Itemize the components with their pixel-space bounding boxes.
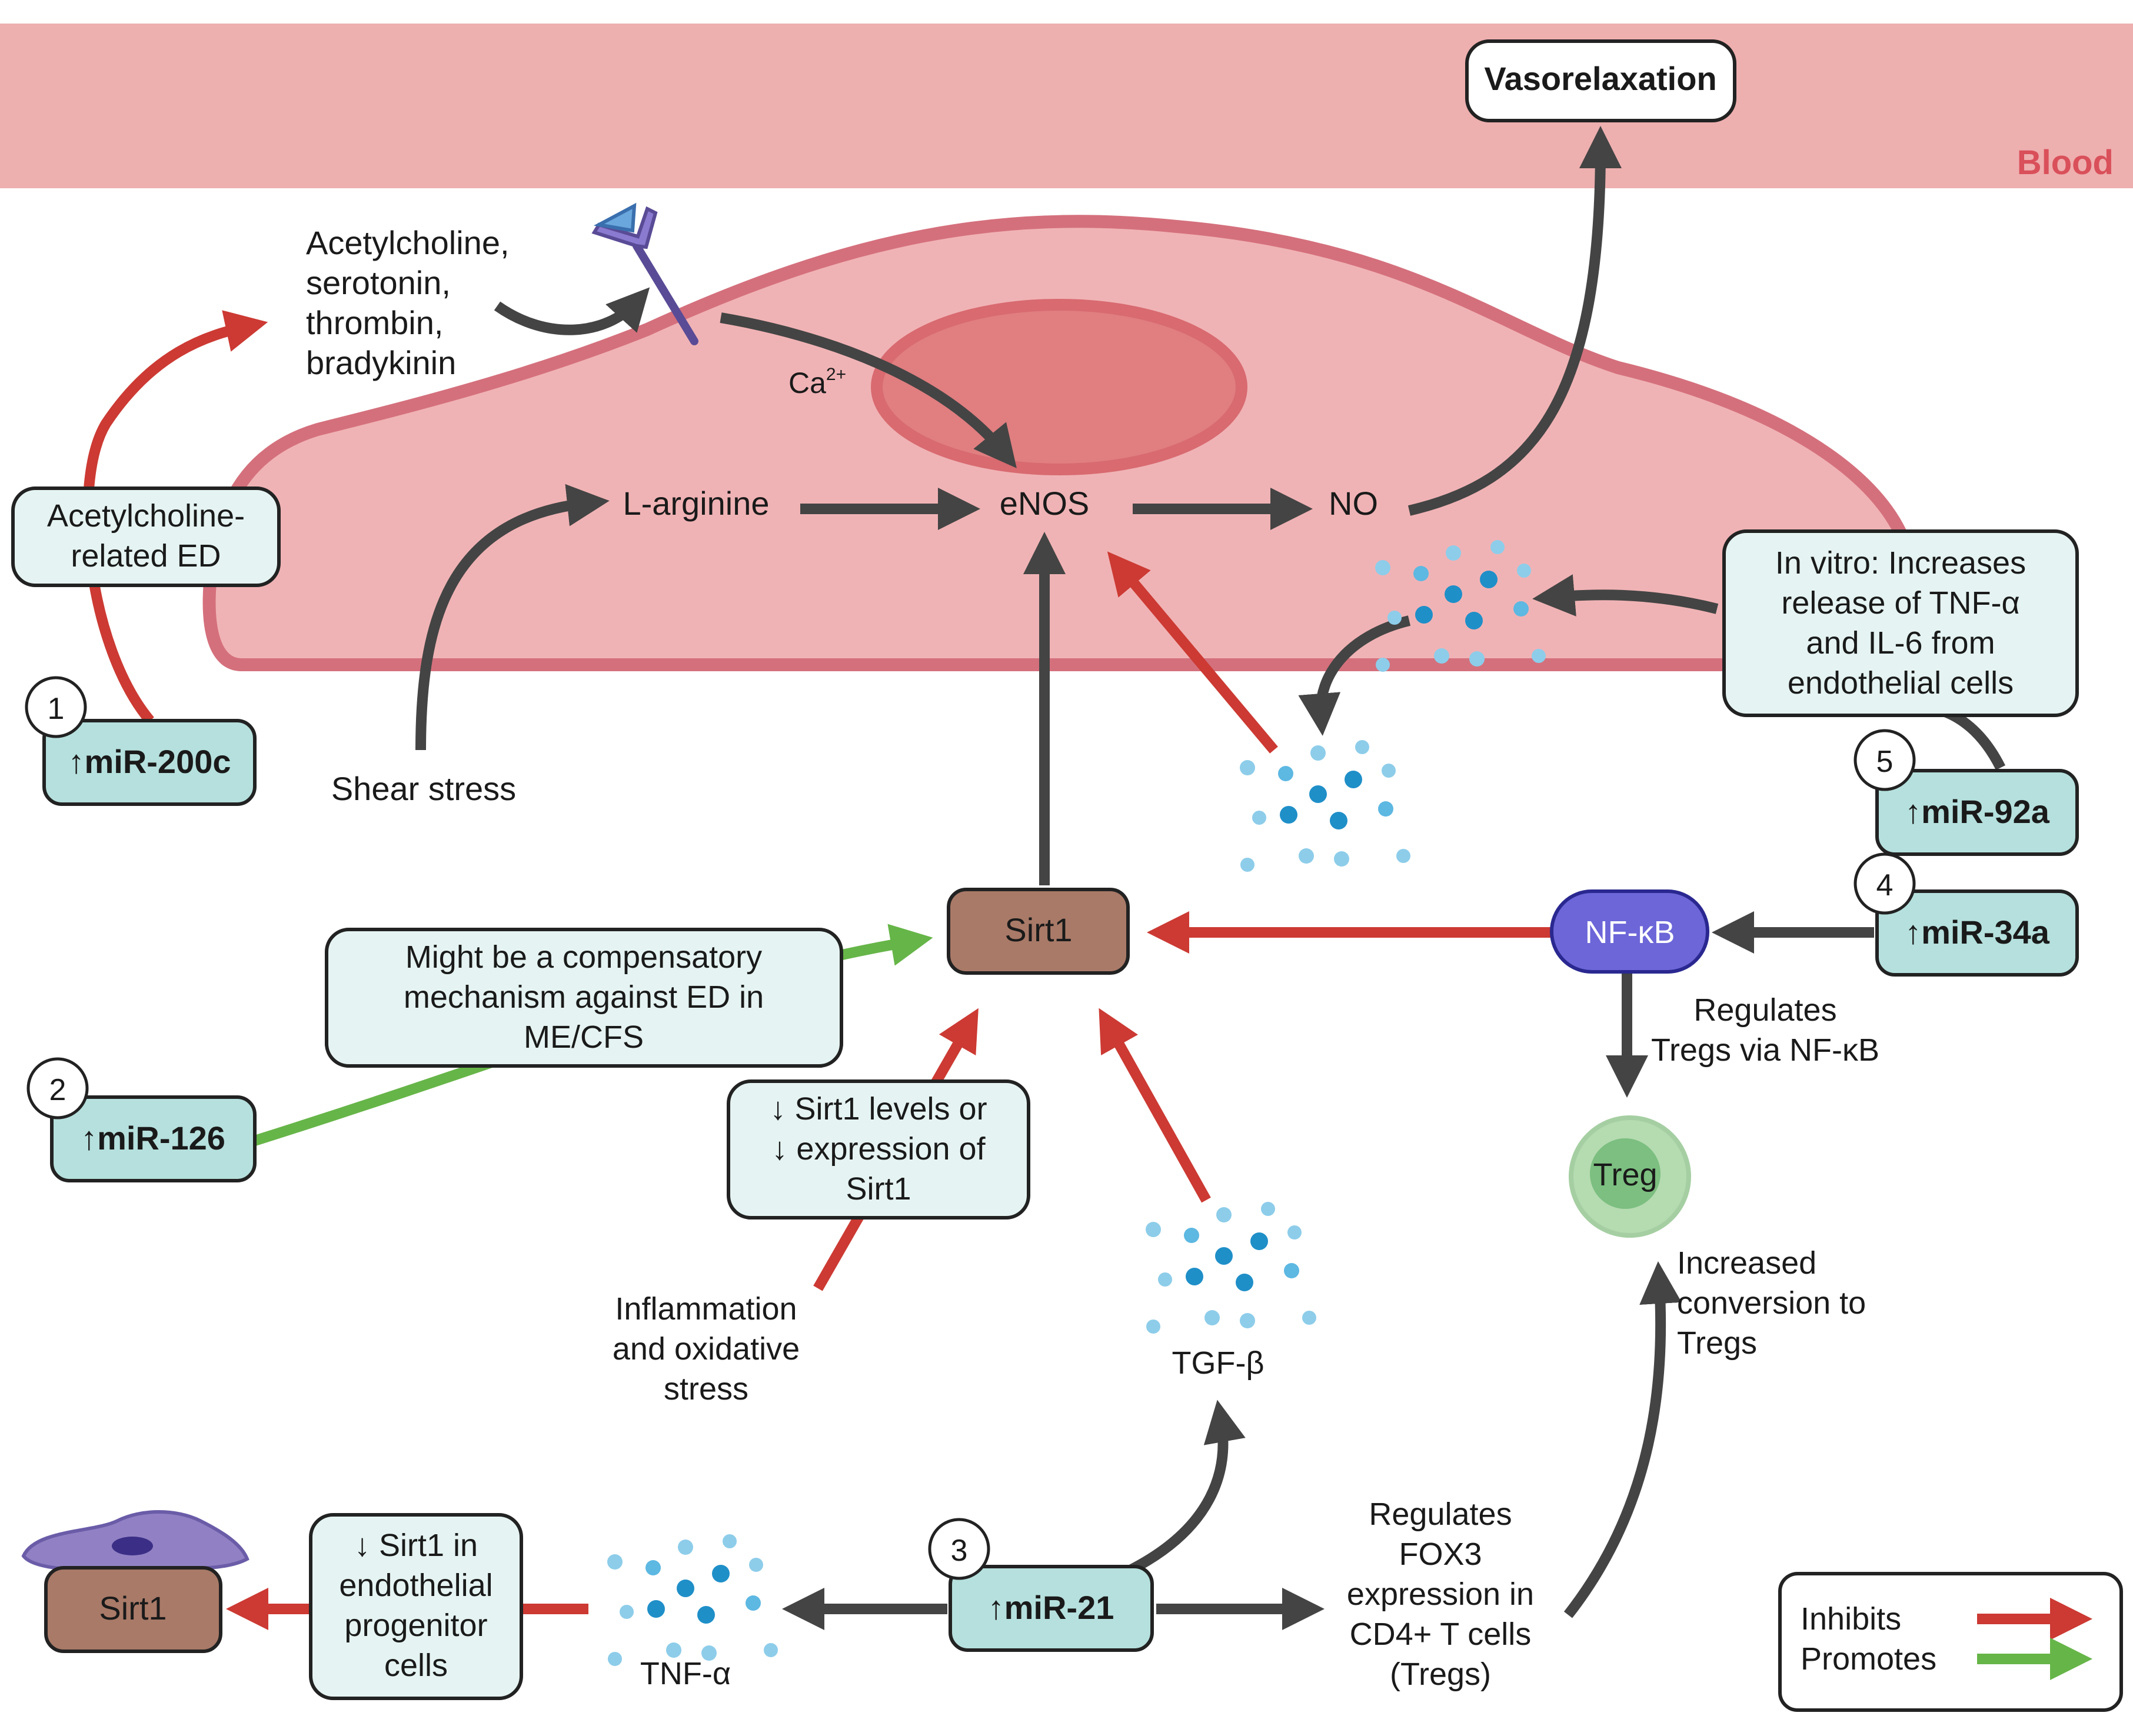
l-arginine-label: L-arginine — [623, 485, 769, 522]
note-compensatory: Might be a compensatory mechanism agains… — [325, 928, 843, 1068]
receptor-icon — [591, 202, 698, 345]
sirt1-label: Sirt1 — [1004, 911, 1072, 948]
vasorelaxation-label: Vasorelaxation — [1484, 60, 1716, 97]
note-epc: ↓ Sirt1 in endothelial progenitor cells — [309, 1513, 523, 1700]
agonist-line: serotonin, — [306, 264, 451, 301]
note-in-vitro: In vitro: Increases release of TNF-α and… — [1722, 529, 2079, 717]
legend-inhibits-label: Inhibits — [1801, 1601, 1901, 1637]
note-line: and oxidative — [613, 1331, 800, 1367]
step-number: 4 — [1876, 868, 1894, 902]
note-sirt1-levels: ↓ Sirt1 levels or ↓ expression of Sirt1 — [727, 1079, 1030, 1219]
treg-cell-icon: Treg — [1569, 1115, 1691, 1238]
note-line: endothelial — [339, 1568, 493, 1603]
note-line: Tregs — [1677, 1325, 1757, 1361]
note-line: (Tregs) — [1390, 1657, 1491, 1692]
legend-promotes-label: Promotes — [1801, 1641, 1936, 1677]
inflammation-label: Inflammation and oxidative stress — [613, 1291, 800, 1407]
agonist-line: bradykinin — [306, 344, 456, 381]
note-line: Increased — [1677, 1245, 1816, 1281]
note-line: ↓ Sirt1 levels or — [770, 1091, 987, 1127]
blood-region — [0, 24, 2133, 188]
note-line: release of TNF-α — [1781, 585, 2019, 621]
mirna-92a: ↑miR-92a 5 — [1854, 729, 2079, 856]
nfkb-label: NF-κB — [1585, 915, 1675, 950]
note-line: expression in — [1347, 1577, 1534, 1612]
note-line: Regulates — [1369, 1497, 1512, 1532]
mirna-label: ↑miR-126 — [81, 1119, 225, 1157]
shear-stress-label: Shear stress — [331, 770, 516, 807]
enos-label: eNOS — [1000, 485, 1090, 522]
agonist-line: thrombin, — [306, 304, 443, 341]
tnf-alpha-label: TNF-α — [640, 1656, 731, 1691]
note-line: Tregs via NF-κB — [1651, 1032, 1879, 1068]
no-label: NO — [1329, 485, 1378, 522]
note-line: progenitor — [344, 1608, 487, 1643]
note-line: related ED — [71, 538, 221, 574]
calcium-label: Ca2+ — [788, 365, 846, 399]
note-line: conversion to — [1677, 1285, 1866, 1321]
step-number: 3 — [951, 1534, 968, 1568]
note-line: Sirt1 — [846, 1171, 911, 1207]
note-line: mechanism against ED in — [404, 979, 764, 1015]
mirna-label: ↑miR-92a — [1905, 793, 2050, 830]
agonist-line: Acetylcholine, — [306, 224, 510, 261]
endothelial-progenitor-cell-icon: Sirt1 — [21, 1510, 249, 1653]
step-number: 2 — [49, 1073, 66, 1107]
treg-label: Treg — [1593, 1157, 1657, 1192]
note-line: and IL-6 from — [1806, 625, 1995, 661]
note-line: FOX3 — [1399, 1537, 1482, 1572]
mirna-200c: ↑miR-200c 1 — [25, 676, 257, 806]
blood-label: Blood — [2017, 144, 2114, 182]
note-line: Might be a compensatory — [405, 939, 762, 975]
nucleus — [871, 299, 1247, 475]
epc-sirt1-label: Sirt1 — [99, 1590, 167, 1627]
agonist-list: Acetylcholine, serotonin, thrombin, brad… — [306, 224, 510, 381]
mirna-34a: ↑miR-34a 4 — [1854, 852, 2079, 977]
cytokine-cluster-icon — [1146, 1202, 1316, 1334]
step-number: 5 — [1876, 745, 1894, 779]
cytokine-cluster-icon — [607, 1534, 778, 1666]
step-number: 1 — [48, 692, 65, 726]
mirna-label: ↑miR-200c — [68, 743, 231, 780]
note-line: In vitro: Increases — [1775, 545, 2026, 581]
increased-conversion-label: Increased conversion to Tregs — [1677, 1245, 1866, 1361]
fox3-label: Regulates FOX3 expression in CD4+ T cell… — [1347, 1497, 1534, 1692]
regulates-tregs-label: Regulates Tregs via NF-κB — [1651, 992, 1879, 1068]
inhibits-arrows — [82, 310, 1550, 1630]
mirna-21: ↑miR-21 3 — [928, 1518, 1154, 1652]
note-ach-ed: Acetylcholine- related ED — [11, 487, 281, 587]
mirna-label: ↑miR-34a — [1905, 914, 2050, 951]
legend: Inhibits Promotes — [1778, 1572, 2123, 1712]
vasorelaxation-box — [1465, 39, 1736, 122]
note-line: ME/CFS — [524, 1019, 644, 1055]
note-line: ↓ expression of — [771, 1131, 986, 1167]
note-line: CD4+ T cells — [1350, 1617, 1532, 1652]
note-line: Inflammation — [615, 1291, 797, 1327]
cytokine-cluster-icon — [1240, 740, 1410, 872]
note-line: endothelial cells — [1788, 665, 2014, 701]
nfkb-node: NF-κB — [1550, 889, 1709, 974]
mirna-label: ↑miR-21 — [988, 1589, 1114, 1626]
sirt1-node: Sirt1 — [947, 888, 1130, 975]
note-line: Acetylcholine- — [47, 498, 245, 534]
mirna-126: ↑miR-126 2 — [26, 1057, 257, 1182]
tgf-beta-label: TGF-β — [1172, 1345, 1264, 1381]
note-line: ↓ Sirt1 in — [354, 1528, 478, 1563]
note-line: Regulates — [1693, 992, 1836, 1028]
note-line: cells — [384, 1648, 448, 1683]
note-line: stress — [664, 1371, 748, 1407]
